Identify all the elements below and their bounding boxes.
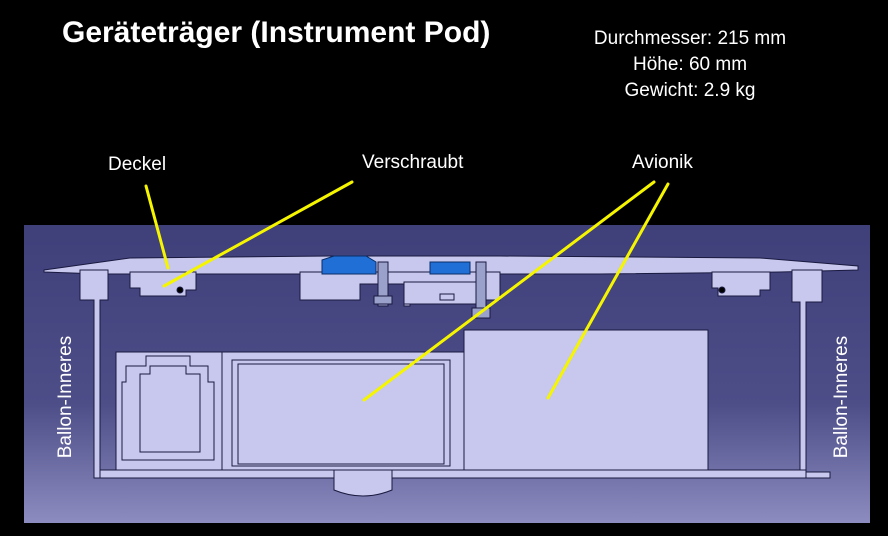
bottom-shell xyxy=(99,469,807,479)
spec-value: 215 mm xyxy=(717,28,787,49)
center-box-board xyxy=(237,363,445,465)
screw-head-right xyxy=(429,261,471,275)
side-label-right: Ballon-Inneres xyxy=(831,335,852,459)
spec-height: Höhe: 60 mm xyxy=(560,52,820,78)
bolt-left xyxy=(176,286,184,294)
callout-line-avionik-center xyxy=(362,180,656,402)
page-title: Geräteträger (Instrument Pod) xyxy=(62,16,491,49)
right-rim xyxy=(711,271,771,297)
spec-label: Durchmesser: xyxy=(593,28,713,49)
side-label-left: Ballon-Inneres xyxy=(55,335,76,459)
screw-tip-left xyxy=(373,295,393,305)
center-mount-inner xyxy=(403,281,481,305)
callout-line-deckel xyxy=(144,184,170,270)
left-wall xyxy=(79,269,831,479)
left-rim xyxy=(129,271,197,297)
callout-avionik: Avionik xyxy=(632,152,693,173)
center-box-bulge xyxy=(333,469,393,497)
spec-weight: Gewicht: 2.9 kg xyxy=(560,78,820,104)
callout-line-avionik-right xyxy=(546,182,670,400)
callout-line-verschraubt xyxy=(162,180,354,288)
spec-label: Gewicht: xyxy=(624,80,699,101)
callout-verschraubt: Verschraubt xyxy=(362,152,464,173)
center-mount-notch xyxy=(439,293,455,301)
bolt-right xyxy=(718,286,726,294)
center-mount xyxy=(299,271,501,307)
screw-head-left xyxy=(321,255,377,275)
spec-value: 2.9 kg xyxy=(703,80,756,101)
left-box-inner xyxy=(139,365,201,453)
callout-deckel: Deckel xyxy=(108,154,167,175)
spec-label: Höhe: xyxy=(632,54,684,75)
right-box xyxy=(463,329,709,471)
spec-block: Durchmesser: 215 mm Höhe: 60 mm Gewicht:… xyxy=(560,26,820,104)
spec-value: 60 mm xyxy=(688,54,748,75)
spec-diameter: Durchmesser: 215 mm xyxy=(560,26,820,52)
screw-shaft-left xyxy=(377,261,389,307)
